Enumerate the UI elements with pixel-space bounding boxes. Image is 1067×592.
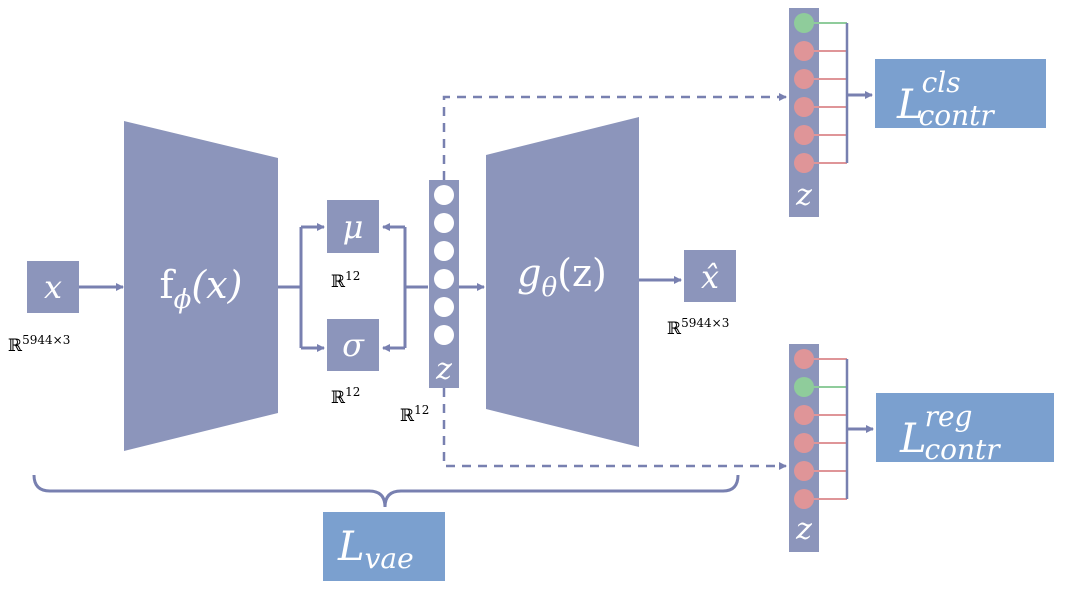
- mu-symbol: μ: [343, 208, 364, 246]
- mu-node: μ: [327, 200, 379, 253]
- encoder-block: fϕ(x): [124, 121, 278, 451]
- mu-dimension: ℝ12: [331, 269, 360, 292]
- sigma-symbol: σ: [342, 326, 365, 364]
- latent-node: [434, 325, 454, 345]
- output-dimension: ℝ5944×3: [667, 316, 729, 339]
- latent-node: [434, 213, 454, 233]
- latent-node: [434, 269, 454, 289]
- dashed-branch-bottom: [442, 388, 787, 470]
- latent-merge-connector: [382, 223, 428, 352]
- dashed-branch-top: [442, 93, 787, 180]
- latent-vector: z: [429, 180, 459, 388]
- latent-symbol: z: [435, 352, 452, 387]
- reg-node-negative: [794, 405, 814, 425]
- contrastive-vector-cls: z: [789, 8, 849, 217]
- input-node: x: [27, 261, 79, 313]
- output-node: x̂: [684, 250, 736, 302]
- cls-node-negative: [794, 153, 814, 173]
- cls-node-positive: [794, 13, 814, 33]
- decoder-block: gθ(z): [486, 117, 639, 447]
- reg-node-negative: [794, 433, 814, 453]
- cls-node-negative: [794, 41, 814, 61]
- latent-node: [434, 241, 454, 261]
- cls-node-negative: [794, 125, 814, 145]
- encoder-label: fϕ(x): [160, 263, 243, 315]
- loss-vae-label: Lvae: [337, 524, 414, 575]
- cls-node-negative: [794, 97, 814, 117]
- decoder-label: gθ(z): [517, 251, 607, 303]
- sigma-dimension: ℝ12: [331, 385, 360, 408]
- latent-node: [434, 297, 454, 317]
- latent-dimension: ℝ12: [400, 403, 429, 426]
- reg-node-negative: [794, 461, 814, 481]
- contrastive-cls-symbol: z: [795, 178, 812, 213]
- loss-vae-box: Lvae: [323, 512, 445, 581]
- input-symbol: x: [44, 268, 62, 306]
- reg-node-negative: [794, 349, 814, 369]
- cls-node-negative: [794, 69, 814, 89]
- latent-node: [434, 185, 454, 205]
- sigma-node: σ: [327, 319, 379, 371]
- reg-node-positive: [794, 377, 814, 397]
- vae-brace: [32, 474, 740, 508]
- contrastive-vector-reg: z: [789, 344, 849, 552]
- output-symbol: x̂: [701, 258, 719, 296]
- reg-node-negative: [794, 489, 814, 509]
- encoder-split-connector: [278, 223, 325, 352]
- contrastive-reg-symbol: z: [795, 512, 812, 547]
- input-dimension: ℝ5944×3: [8, 333, 70, 356]
